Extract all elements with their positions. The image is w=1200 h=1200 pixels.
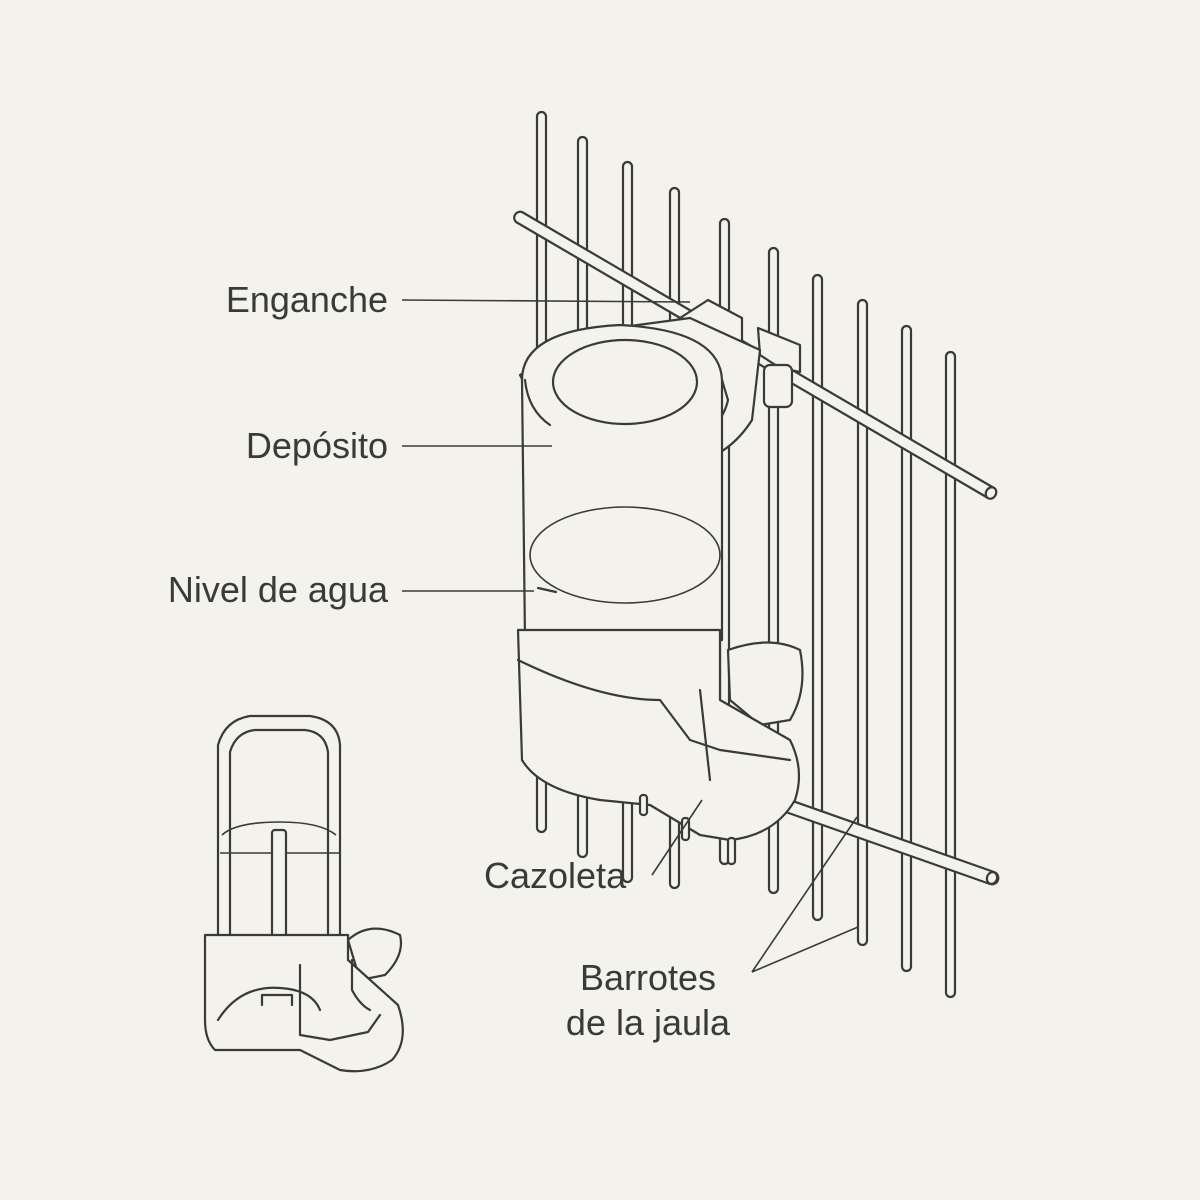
inset-base (203, 933, 404, 1073)
label-water-level: Nivel de agua (167, 569, 388, 610)
label-bars-line2: de la jaula (565, 1002, 731, 1043)
cage-bar (811, 273, 824, 922)
label-hook: Enganche (225, 279, 388, 320)
base (516, 628, 801, 842)
cage-bar (900, 324, 913, 973)
leader-bars-b (751, 926, 859, 973)
leader-cup (651, 799, 703, 876)
cage-bar (856, 298, 869, 947)
label-bars-line1: Barrotes (579, 957, 717, 998)
reservoir-opening (551, 338, 699, 426)
cup-back (726, 641, 804, 727)
reservoir (520, 323, 724, 642)
label-bars: Barrotes de la jaula (548, 955, 748, 1045)
base-foot (726, 836, 737, 866)
base-foot (638, 793, 649, 817)
inset-water-level (221, 821, 337, 836)
cage-bar (944, 350, 957, 999)
cross-section-inset (203, 714, 404, 1073)
base-and-cup (516, 628, 804, 866)
label-reservoir: Depósito (245, 425, 388, 466)
inset-cup (346, 927, 403, 982)
leader-hook (401, 299, 691, 303)
leader-bars-a (751, 816, 858, 973)
water-surface (529, 506, 721, 604)
leader-lines (401, 299, 859, 973)
level-mark (536, 586, 558, 594)
label-cup: Cazoleta (484, 855, 627, 896)
